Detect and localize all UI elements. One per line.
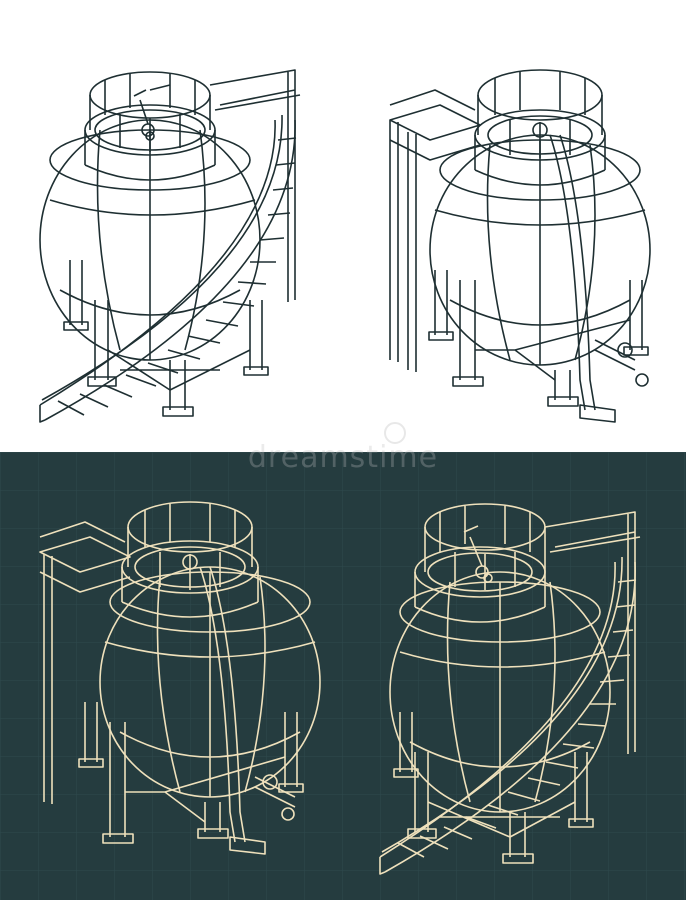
- pipe: [199, 566, 246, 843]
- support-legs: [78, 702, 304, 844]
- valve-icon: [141, 123, 155, 137]
- side-platform: [39, 536, 131, 804]
- valve-icon: [182, 554, 198, 570]
- top-railing: [424, 503, 546, 551]
- dark-blueprint-panel: [0, 452, 686, 900]
- support-legs: [393, 712, 594, 864]
- valve-icon: [532, 122, 548, 138]
- support-legs: [428, 270, 649, 407]
- curved-staircase: [379, 556, 637, 875]
- watermark-ring-icon: [384, 422, 406, 444]
- top-platform: [414, 546, 546, 598]
- tank-drawing-stair-dark: [379, 503, 641, 875]
- walkway: [209, 69, 296, 302]
- walkway: [544, 511, 636, 754]
- valve-icon: [281, 807, 295, 821]
- top-railing: [127, 501, 253, 553]
- tank-drawing-stair-light: [39, 69, 301, 423]
- support-legs: [63, 260, 269, 417]
- pipe: [549, 134, 596, 411]
- valve-icon: [635, 373, 649, 387]
- blueprint-grid: [0, 452, 686, 900]
- valve-icon: [475, 565, 489, 579]
- curved-staircase: [39, 114, 297, 423]
- top-railing: [477, 69, 603, 121]
- light-blueprint-panel: [39, 69, 651, 423]
- top-railing: [89, 71, 211, 119]
- tank-drawing-pipe-dark: [39, 501, 321, 855]
- tank-drawing-pipe-light: [389, 69, 651, 423]
- side-platform: [389, 104, 481, 372]
